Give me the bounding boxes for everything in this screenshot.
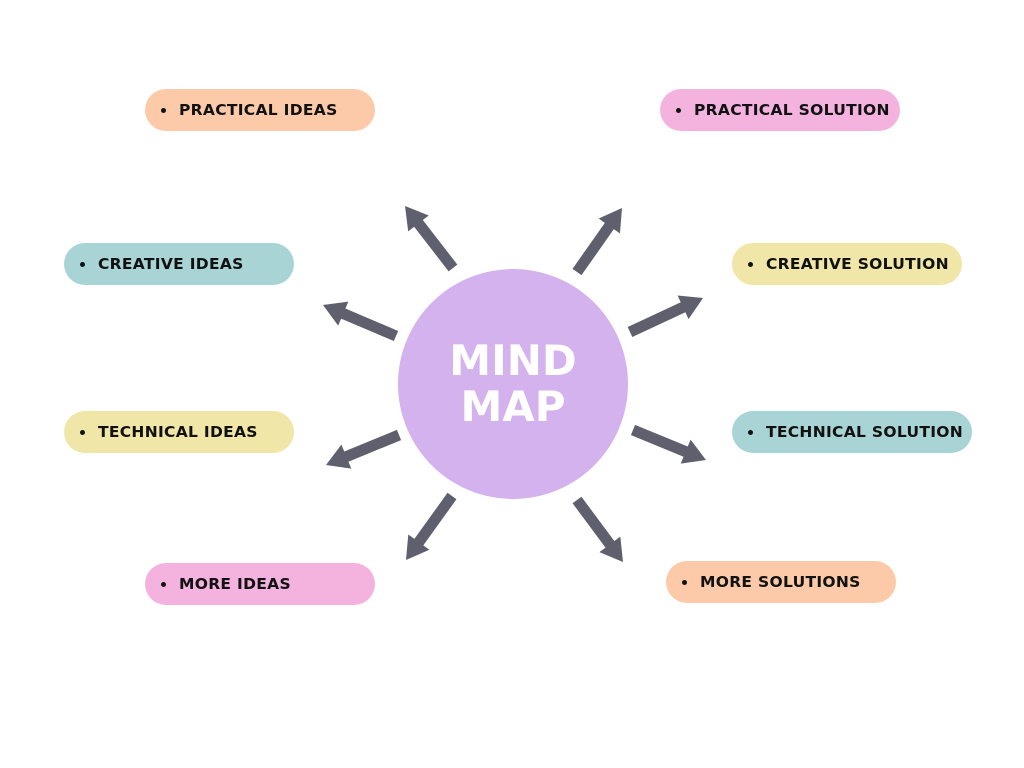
bullet-icon — [748, 261, 753, 267]
arrow-icon — [326, 429, 402, 469]
bullet-icon — [161, 107, 166, 113]
arrow-icon — [572, 496, 623, 562]
central-node: MIND MAP — [398, 269, 628, 499]
arrow-icon — [627, 295, 703, 337]
arrow-icon — [323, 301, 399, 342]
bullet-icon — [161, 581, 166, 587]
arrow-icon — [406, 492, 457, 560]
arrow-icon — [572, 208, 622, 276]
node-technical-ideas: TECHNICAL IDEAS — [64, 411, 294, 453]
node-more-solutions: MORE SOLUTIONS — [666, 561, 896, 603]
bullet-icon — [80, 429, 85, 435]
node-label: TECHNICAL IDEAS — [98, 423, 258, 441]
node-label: MORE IDEAS — [179, 575, 291, 593]
bullet-icon — [682, 579, 687, 585]
node-technical-solution: TECHNICAL SOLUTION — [732, 411, 972, 453]
node-creative-solution: CREATIVE SOLUTION — [732, 243, 962, 285]
arrow-icon — [405, 206, 458, 272]
bullet-icon — [748, 429, 753, 435]
node-label: TECHNICAL SOLUTION — [766, 423, 964, 441]
central-title-line2: MAP — [460, 382, 566, 431]
node-practical-solution: PRACTICAL SOLUTION — [660, 89, 900, 131]
arrow-icon — [630, 424, 706, 464]
bullet-icon — [676, 107, 681, 113]
node-label: MORE SOLUTIONS — [700, 573, 861, 591]
node-creative-ideas: CREATIVE IDEAS — [64, 243, 294, 285]
node-more-ideas: MORE IDEAS — [145, 563, 375, 605]
node-label: CREATIVE SOLUTION — [766, 255, 949, 273]
node-practical-ideas: PRACTICAL IDEAS — [145, 89, 375, 131]
node-label: PRACTICAL IDEAS — [179, 101, 338, 119]
central-title-line1: MIND — [449, 336, 577, 385]
node-label: PRACTICAL SOLUTION — [694, 101, 890, 119]
node-label: CREATIVE IDEAS — [98, 255, 244, 273]
bullet-icon — [80, 261, 85, 267]
